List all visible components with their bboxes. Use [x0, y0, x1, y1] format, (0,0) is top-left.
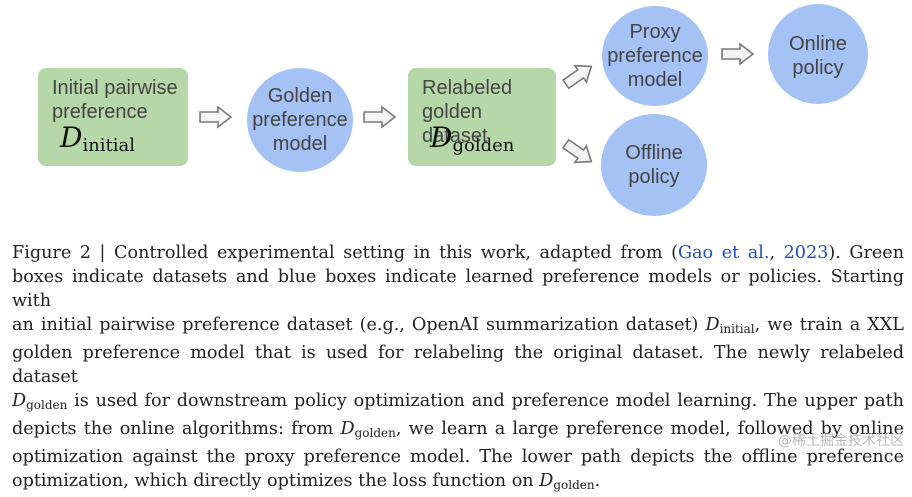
- caption-l8-math-sub: golden: [553, 478, 595, 492]
- caption-l6-math-sub: golden: [354, 426, 396, 440]
- caption-l3-post: , we train a XXL: [754, 315, 904, 335]
- caption-line-6: depicts the online algorithms: from Dgol…: [12, 417, 904, 445]
- flow-diagram: Initial pairwise preference Dinitial Gol…: [0, 0, 912, 230]
- caption-line-2: boxes indicate datasets and blue boxes i…: [12, 267, 904, 311]
- caption-l1-pre: Figure 2 | Controlled experimental setti…: [12, 243, 678, 263]
- caption-l8-pre: optimization, which directly optimizes t…: [12, 471, 540, 491]
- caption-l8-post: .: [594, 471, 601, 491]
- caption-line-4: golden preference model that is used for…: [12, 343, 904, 387]
- initial-dataset-line1: Initial pairwise: [52, 77, 178, 99]
- offline-policy-line1: Offline: [625, 142, 683, 164]
- initial-dataset-line2: preference: [52, 101, 148, 123]
- relabeled-dataset-math-sub: golden: [452, 135, 515, 156]
- caption-line-3: an initial pairwise preference dataset (…: [12, 313, 904, 341]
- caption-l3-pre: an initial pairwise preference dataset (…: [12, 315, 706, 335]
- caption-l6-pre: depicts the online algorithms: from: [12, 419, 341, 439]
- caption-line-1: Figure 2 | Controlled experimental setti…: [12, 241, 904, 265]
- caption-line-5: Dgolden is used for downstream policy op…: [12, 389, 904, 417]
- caption-l1-post: ). Green: [828, 243, 905, 263]
- caption-line-7: optimization against the proxy preferenc…: [12, 447, 904, 467]
- relabeled-dataset-math-symbol: D: [430, 121, 453, 154]
- proxy-model-circle: Proxy preference model: [602, 6, 708, 106]
- arrow-golden-to-relabeled: [363, 105, 397, 129]
- initial-dataset-math: Dinitial: [60, 124, 136, 158]
- initial-dataset-box: Initial pairwise preference Dinitial: [38, 68, 188, 166]
- caption-l8-math-symbol: D: [539, 471, 554, 491]
- caption-l6-math: Dgolden: [340, 419, 396, 440]
- arrow-proxy-to-online: [721, 42, 755, 66]
- citation-link-year[interactable]: 2023: [783, 243, 829, 263]
- caption-l5-post: is used for downstream policy optimizati…: [67, 391, 904, 411]
- relabeled-dataset-box: Relabeled golden dataset Dgolden: [408, 68, 556, 166]
- caption-l3-math: Dinitial: [705, 315, 755, 336]
- golden-model-line2: preference: [252, 109, 348, 131]
- arrow-relabeled-to-offline: [561, 138, 593, 164]
- relabeled-dataset-math: Dgolden: [430, 124, 515, 158]
- offline-policy-line2: policy: [628, 166, 680, 188]
- citation-link-author[interactable]: Gao et al.: [678, 243, 770, 263]
- caption-l6-post: , we learn a large preference model, fol…: [395, 419, 904, 439]
- caption-l5-math: Dgolden: [12, 391, 68, 412]
- relabeled-dataset-line1: Relabeled: [422, 77, 513, 99]
- proxy-model-line2: preference: [607, 45, 703, 67]
- golden-model-line3: model: [272, 133, 328, 155]
- initial-dataset-math-sub: initial: [82, 135, 136, 156]
- proxy-model-line3: model: [627, 69, 683, 91]
- online-policy-line2: policy: [792, 57, 844, 79]
- golden-model-line1: Golden: [267, 85, 333, 107]
- relabeled-dataset-line2: golden dataset: [422, 101, 488, 147]
- proxy-model-line1: Proxy: [629, 21, 681, 43]
- caption-l8-math: Dgolden: [539, 471, 595, 492]
- golden-model-circle: Golden preference model: [247, 68, 353, 172]
- caption-l5-math-symbol: D: [12, 391, 27, 411]
- offline-policy-circle: Offline policy: [601, 114, 707, 216]
- watermark-text: @稀土掘金技术社区: [778, 433, 904, 449]
- caption-l3-math-symbol: D: [705, 315, 720, 335]
- arrow-relabeled-to-proxy: [561, 64, 593, 90]
- online-policy-circle: Online policy: [768, 4, 868, 104]
- online-policy-line1: Online: [789, 33, 847, 55]
- figure-caption: Figure 2 | Controlled experimental setti…: [12, 241, 904, 497]
- caption-line-8: optimization, which directly optimizes t…: [12, 469, 904, 497]
- caption-l6-math-symbol: D: [340, 419, 355, 439]
- caption-l1-sep: ,: [769, 243, 784, 263]
- arrow-initial-to-golden: [199, 105, 233, 129]
- caption-l3-math-sub: initial: [719, 322, 755, 336]
- initial-dataset-math-symbol: D: [60, 121, 83, 154]
- caption-l5-math-sub: golden: [26, 398, 68, 412]
